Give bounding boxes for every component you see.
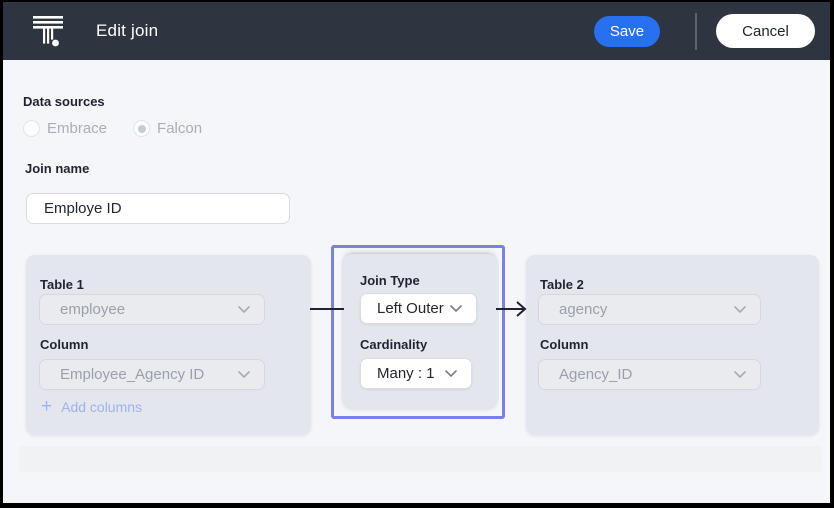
chevron-down-icon — [238, 371, 250, 378]
page-title: Edit join — [96, 21, 159, 40]
table2-column-select-value: Agency_ID — [559, 366, 633, 383]
table2-column-label: Column — [540, 337, 589, 352]
join-settings-panel: Join Type Left Outer Cardinality Many : … — [343, 254, 497, 409]
save-button[interactable]: Save — [594, 16, 660, 47]
chevron-down-icon — [445, 370, 457, 377]
join-type-select[interactable]: Left Outer — [360, 293, 477, 324]
table2-select-value: agency — [559, 301, 608, 318]
connector-arrow-right — [496, 301, 527, 317]
data-sources-radio-group: Embrace Falcon — [23, 120, 202, 137]
chevron-down-icon — [450, 305, 462, 312]
table1-title: Table 1 — [40, 277, 84, 292]
table1-select[interactable]: employee — [39, 294, 265, 325]
cardinality-select[interactable]: Many : 1 — [360, 358, 472, 389]
table2-column-select[interactable]: Agency_ID — [538, 359, 761, 390]
join-type-label: Join Type — [360, 273, 420, 288]
table1-column-label: Column — [40, 337, 89, 352]
join-name-input[interactable] — [26, 193, 290, 224]
add-columns-label: Add columns — [61, 399, 143, 415]
header-divider — [695, 13, 697, 50]
plus-icon: + — [41, 396, 53, 417]
radio-falcon-label: Falcon — [157, 120, 203, 137]
radio-circle-embrace[interactable] — [23, 120, 40, 137]
table1-select-value: employee — [60, 301, 126, 318]
connector-line-left — [310, 308, 344, 310]
table2-panel: Table 2 agency Column Agency_ID — [526, 255, 819, 435]
join-selection-outline[interactable]: Join Type Left Outer Cardinality Many : … — [331, 245, 505, 419]
radio-circle-falcon[interactable] — [133, 120, 151, 137]
top-bar: Edit join Save Cancel — [3, 2, 830, 60]
cancel-button[interactable]: Cancel — [716, 14, 815, 48]
data-sources-label: Data sources — [23, 94, 105, 109]
table2-title: Table 2 — [540, 277, 584, 292]
chevron-down-icon — [734, 306, 746, 313]
cardinality-label: Cardinality — [360, 337, 428, 352]
chevron-down-icon — [734, 371, 746, 378]
join-type-select-value: Left Outer — [377, 300, 444, 317]
table1-column-select[interactable]: Employee_Agency ID — [39, 359, 265, 390]
radio-embrace-label: Embrace — [47, 120, 108, 137]
table2-select[interactable]: agency — [538, 294, 761, 325]
radio-falcon[interactable]: Falcon — [133, 120, 202, 137]
thoughtspot-logo-icon — [33, 16, 63, 47]
join-name-label: Join name — [25, 161, 90, 176]
chevron-down-icon — [238, 306, 250, 313]
table1-column-select-value: Employee_Agency ID — [60, 366, 205, 383]
table1-panel: Table 1 employee Column Employee_Agency … — [26, 255, 311, 435]
radio-embrace[interactable]: Embrace — [23, 120, 107, 137]
footer-strip — [19, 446, 822, 472]
add-columns-link[interactable]: + Add columns — [41, 396, 143, 417]
cardinality-select-value: Many : 1 — [377, 365, 435, 382]
edit-join-screen: Edit join Save Cancel Data sources Embra… — [3, 2, 830, 503]
